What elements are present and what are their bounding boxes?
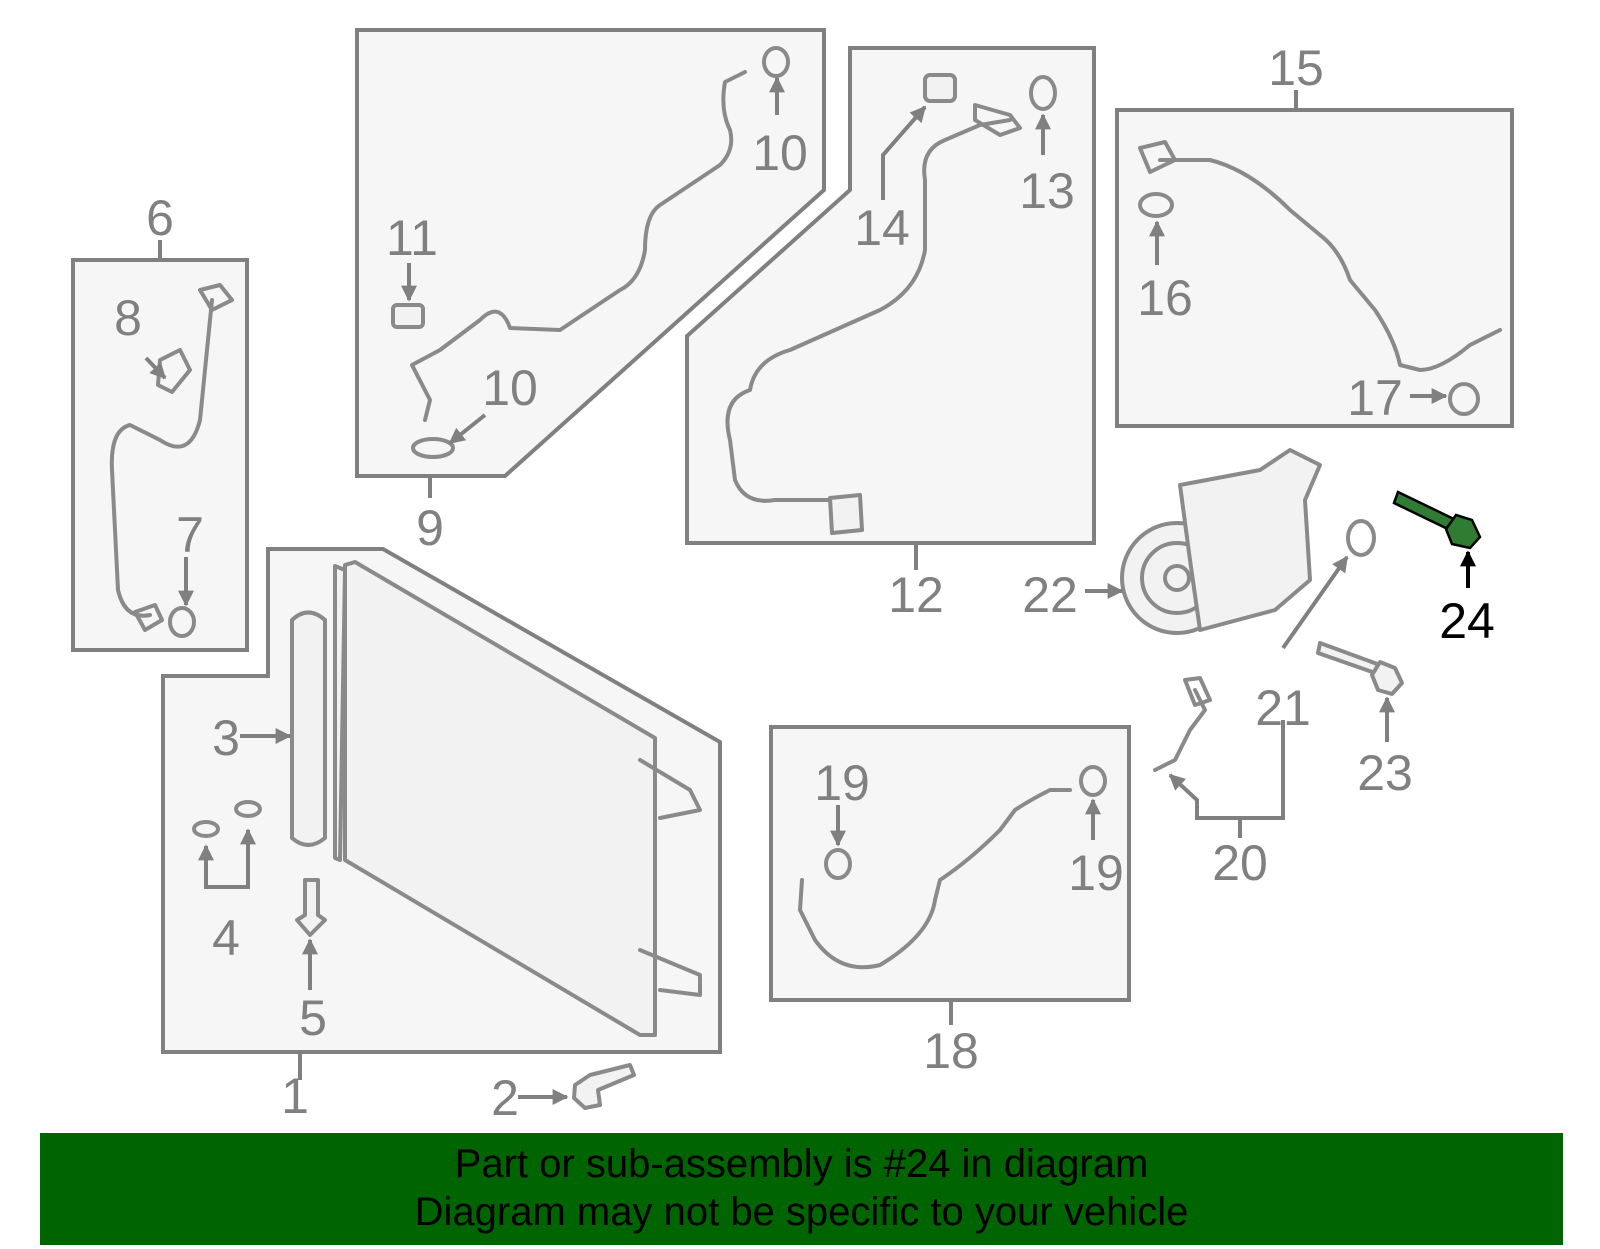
callout-23: 23 — [1357, 745, 1413, 801]
callout-2: 2 — [491, 1070, 519, 1126]
leader-lines — [144, 76, 1476, 1105]
callout-24: 24 — [1439, 593, 1495, 649]
panel-6 — [71, 258, 249, 652]
callout-12: 12 — [888, 567, 944, 623]
bolt-part-2 — [572, 1063, 636, 1110]
callout-10-lower: 10 — [482, 360, 538, 416]
callout-labels: 1 2 3 4 5 6 7 8 9 10 10 11 12 13 14 15 1… — [114, 40, 1495, 1126]
bolt-part-23 — [1316, 641, 1404, 696]
callout-1: 1 — [281, 1068, 309, 1124]
callout-11: 11 — [386, 210, 438, 266]
callout-9: 9 — [416, 500, 444, 556]
panel-1 — [161, 547, 722, 1054]
callout-22: 22 — [1022, 567, 1078, 623]
callout-3: 3 — [212, 710, 240, 766]
panel-12 — [685, 46, 1096, 545]
callout-15: 15 — [1268, 40, 1324, 96]
pipe-part-20 — [1153, 676, 1212, 772]
callout-14: 14 — [854, 200, 910, 256]
callout-8: 8 — [114, 290, 142, 346]
callout-21: 21 — [1255, 680, 1311, 736]
panel-18 — [769, 725, 1131, 1002]
callout-20: 20 — [1212, 835, 1268, 891]
bolt-part-24 — [1392, 490, 1482, 550]
callout-10-upper: 10 — [752, 125, 808, 181]
panel-15 — [1115, 108, 1514, 428]
part-info-banner: Part or sub-assembly is #24 in diagram D… — [40, 1133, 1563, 1245]
callout-6: 6 — [146, 190, 174, 246]
banner-line-disclaimer: Diagram may not be specific to your vehi… — [414, 1190, 1189, 1234]
callout-7: 7 — [176, 507, 204, 563]
callout-19-left: 19 — [814, 755, 870, 811]
o-ring-part-21 — [1346, 519, 1376, 557]
callout-19-right: 19 — [1068, 845, 1124, 901]
callout-16: 16 — [1137, 270, 1193, 326]
compressor-part-22 — [1120, 448, 1322, 635]
panel-9 — [355, 28, 826, 478]
banner-line-part: Part or sub-assembly is #24 in diagram — [454, 1142, 1149, 1186]
callout-18: 18 — [923, 1023, 979, 1079]
callout-13: 13 — [1019, 163, 1075, 219]
callout-5: 5 — [299, 990, 327, 1046]
callout-17: 17 — [1347, 370, 1403, 426]
callout-4: 4 — [212, 910, 240, 966]
